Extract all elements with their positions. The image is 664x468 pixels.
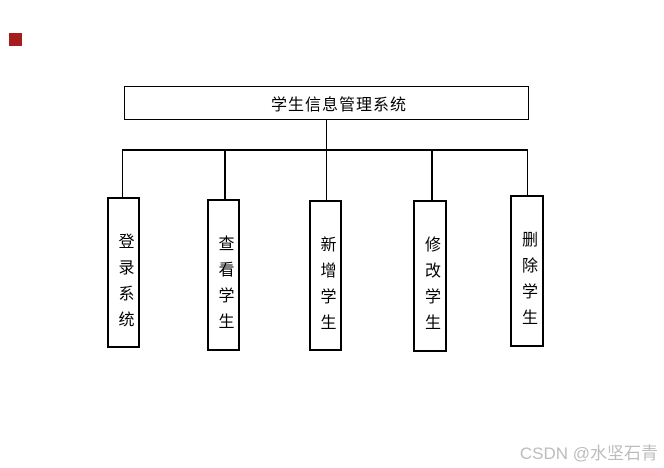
connector-drop-5	[526, 150, 528, 195]
root-node: 学生信息管理系统	[124, 86, 529, 120]
child-node-add-student-label: 新增学生	[317, 236, 335, 340]
child-node-view-student-label: 查看学生	[215, 235, 233, 339]
connector-drop-4	[431, 150, 433, 200]
child-node-login-system-label: 登录系统	[115, 233, 133, 337]
connector-drop-3	[325, 150, 327, 200]
red-square-artifact	[9, 33, 22, 46]
root-node-label: 学生信息管理系统	[270, 97, 407, 114]
watermark: CSDN @水坚石青	[519, 444, 658, 463]
connector-drop-1	[121, 150, 123, 197]
connector-stem	[325, 119, 327, 150]
child-node-edit-student-label: 修改学生	[422, 236, 439, 340]
child-node-login-system: 登录系统	[107, 197, 140, 348]
connector-drop-2	[224, 150, 226, 199]
child-node-edit-student: 修改学生	[413, 200, 447, 352]
connector-horizontal	[121, 149, 528, 151]
child-node-view-student: 查看学生	[207, 199, 240, 351]
child-node-delete-student: 删除学生	[510, 195, 544, 347]
child-node-add-student: 新增学生	[309, 200, 342, 351]
child-node-delete-student-label: 删除学生	[519, 231, 536, 335]
